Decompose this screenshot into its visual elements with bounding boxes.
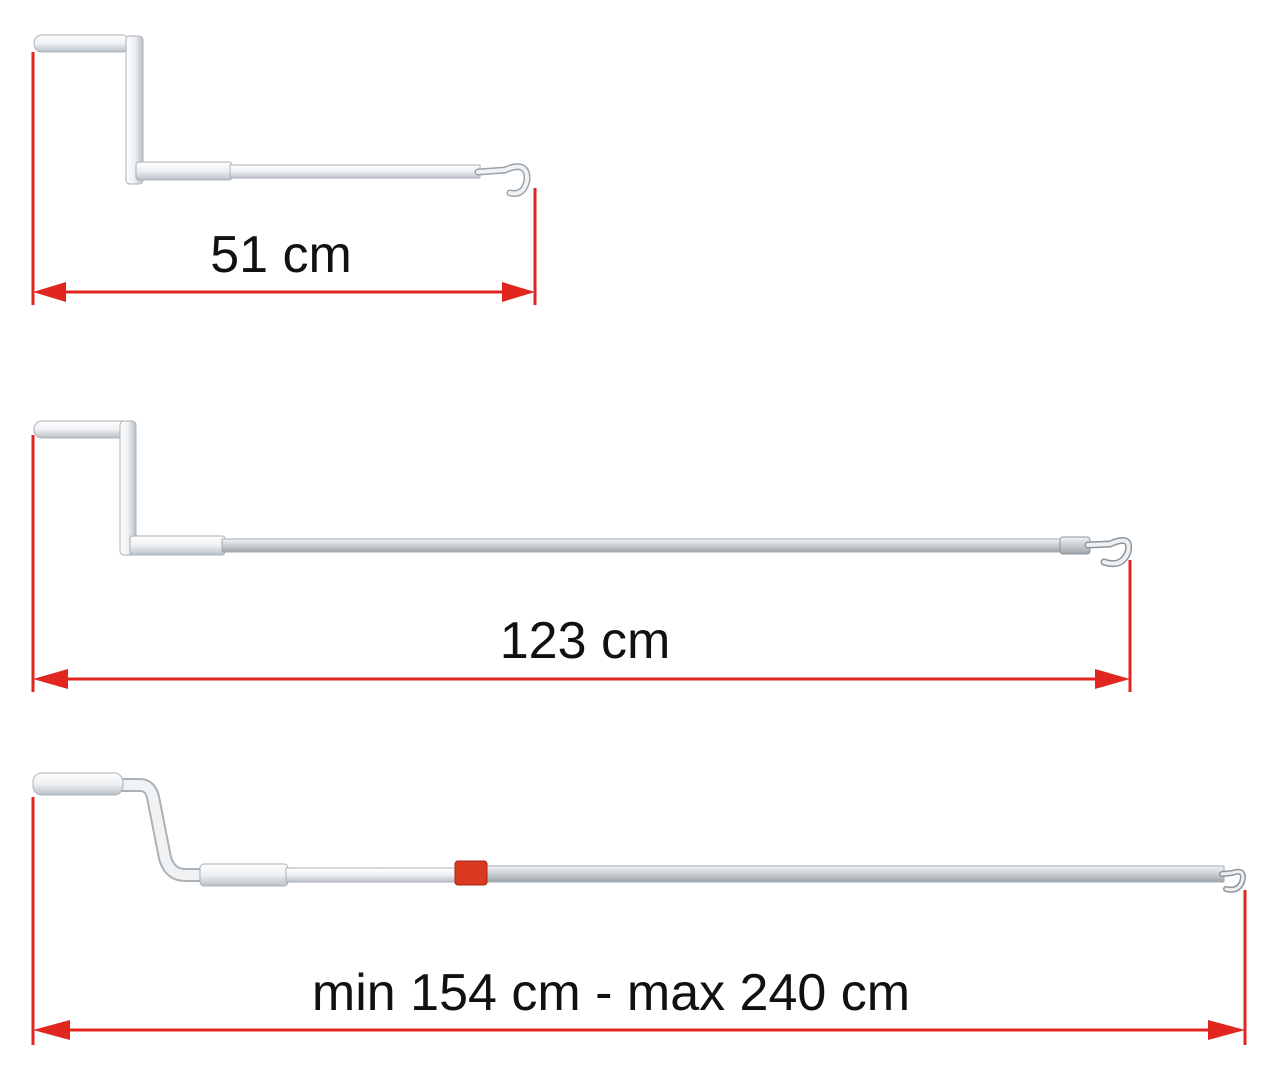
medium-crank-length-label: 123 cm — [499, 612, 671, 670]
medium-crank-dimension-line — [31, 435, 1132, 692]
medium-crank-illustration — [33, 420, 1133, 568]
short-crank-illustration — [33, 34, 531, 197]
telescopic-crank-illustration — [32, 772, 1246, 893]
telescopic-crank-dimension-line — [31, 797, 1247, 1045]
short-crank-length-label: 51 cm — [210, 226, 352, 284]
telescopic-lock-collar — [454, 860, 488, 886]
short-crank-dimension-line — [31, 52, 537, 305]
telescopic-crank-length-label: min 154 cm - max 240 cm — [311, 964, 911, 1022]
